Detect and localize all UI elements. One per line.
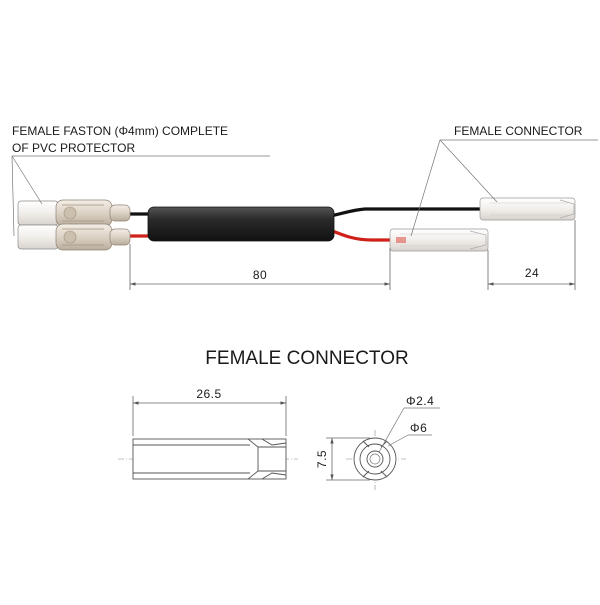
connector-side-view [118, 438, 298, 480]
faston-connector-upper [17, 199, 131, 227]
outer-diameter-label: Φ6 [410, 421, 427, 435]
dimension-connector-length: 26.5 [132, 387, 287, 436]
dimension-80-label: 80 [253, 268, 267, 282]
dimension-24-label: 24 [525, 266, 539, 280]
female-connector-black [479, 197, 576, 221]
faston-callout-line1: FEMALE FASTON (Φ4mm) COMPLETE [12, 124, 228, 138]
dimension-connector-offset: 24 [487, 220, 576, 290]
diameter-callouts: Φ2.4 Φ6 [378, 394, 440, 453]
female-connector-callout: FEMALE CONNECTOR [410, 124, 598, 237]
red-wire-right [329, 228, 392, 242]
dimension-26-5-label: 26.5 [196, 387, 221, 401]
connector-end-view [346, 430, 406, 490]
heat-shrink-sleeve [147, 206, 335, 242]
dimension-cable-length: 80 [129, 244, 391, 290]
inner-diameter-label: Φ2.4 [406, 394, 434, 408]
black-wire [329, 207, 482, 218]
dimension-7-5-label: 7.5 [315, 450, 329, 468]
faston-connector-lower [17, 223, 131, 251]
cable-assembly [17, 197, 576, 252]
faston-callout: FEMALE FASTON (Φ4mm) COMPLETE OF PVC PRO… [11, 124, 270, 237]
detail-title: FEMALE CONNECTOR [205, 348, 408, 369]
faston-callout-line2: OF PVC PROTECTOR [12, 141, 135, 155]
female-connector-callout-label: FEMALE CONNECTOR [454, 124, 583, 138]
female-connector-red [389, 228, 489, 252]
dimension-connector-height: 7.5 [315, 437, 370, 481]
